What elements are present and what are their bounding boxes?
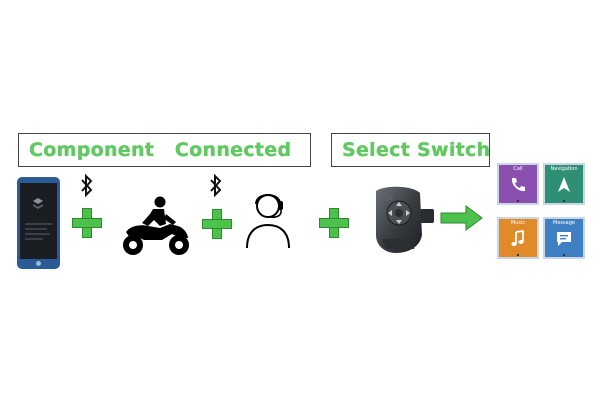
tile-message: Message: [543, 217, 585, 259]
phone-icon: [511, 178, 525, 192]
component-connected-label: Component Connected: [29, 139, 292, 161]
tile-call: Call: [497, 163, 539, 205]
headset-person-icon: [246, 194, 290, 249]
component-connected-label-box: Component Connected: [18, 133, 311, 167]
bluetooth-icon: [210, 173, 222, 198]
tile-music: Music: [497, 217, 539, 259]
tile-navigation: Navigation: [543, 163, 585, 205]
tile-message-label: Message: [553, 220, 575, 226]
navigation-arrow-icon: [558, 177, 570, 192]
bluetooth-icon: [81, 173, 93, 198]
tile-music-label: Music: [510, 220, 526, 226]
smartphone-icon: [17, 177, 60, 269]
plus-icon: [72, 208, 102, 238]
select-switch-label-box: Select Switch: [331, 133, 490, 167]
select-switch-label: Select Switch: [342, 139, 491, 161]
tile-navigation-label: Navigation: [550, 166, 578, 172]
music-note-icon: [511, 229, 524, 246]
motorcycle-rider-icon: [123, 196, 189, 255]
arrow-right-icon: [440, 205, 483, 231]
app-logo-icon: [33, 198, 43, 209]
handlebar-switch-icon: [376, 186, 434, 253]
tile-call-label: Call: [513, 166, 523, 172]
plus-icon: [202, 209, 232, 239]
plus-icon: [319, 208, 349, 238]
message-icon: [557, 232, 571, 246]
